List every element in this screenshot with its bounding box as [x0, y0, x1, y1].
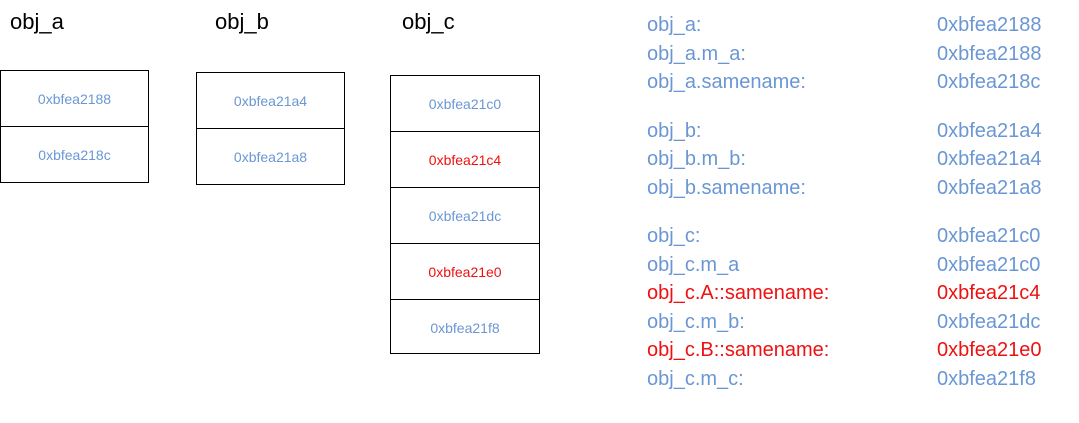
member-name: obj_a.samename:	[647, 71, 806, 93]
address-row: obj_c.m_b: 0xbfea21dc	[647, 308, 1065, 337]
member-name: obj_c.m_c:	[647, 367, 744, 390]
memory-cell: 0xbfea21a4	[197, 73, 344, 129]
member-name: obj_c:	[647, 225, 701, 247]
address-group-obj-b: obj_b: 0xbfea21a4 obj_b.m_b: 0xbfea21a4 …	[647, 117, 1065, 203]
memory-cell: 0xbfea2188	[1, 71, 148, 127]
member-name: obj_a.m_a:	[647, 42, 746, 65]
member-address: 0xbfea21e0	[937, 339, 1042, 361]
address-row: obj_b.samename: 0xbfea21a8	[647, 174, 1065, 203]
address-row: obj_c.B::samename: 0xbfea21e0	[647, 336, 1065, 365]
obj-b-title: obj_b	[215, 9, 269, 34]
address-row: obj_c: 0xbfea21c0	[647, 222, 1065, 251]
address-row: obj_a.m_a: 0xbfea2188	[647, 40, 1065, 69]
member-address: 0xbfea21f8	[937, 367, 1036, 390]
member-address: 0xbfea21a4	[937, 119, 1042, 142]
member-address: 0xbfea2188	[937, 14, 1042, 36]
member-name: obj_a:	[647, 14, 702, 36]
memory-cell: 0xbfea21dc	[391, 188, 539, 244]
member-address: 0xbfea21c0	[937, 253, 1041, 276]
address-row: obj_b: 0xbfea21a4	[647, 117, 1065, 146]
address-row: obj_c.m_c: 0xbfea21f8	[647, 365, 1065, 394]
address-row: obj_a.samename: 0xbfea218c	[647, 68, 1065, 97]
member-name: obj_c.m_b:	[647, 310, 745, 333]
member-address: 0xbfea21a8	[937, 176, 1042, 199]
member-name: obj_c.B::samename:	[647, 339, 830, 361]
address-row: obj_b.m_b: 0xbfea21a4	[647, 145, 1065, 174]
memory-cell: 0xbfea21c0	[391, 76, 539, 132]
member-name: obj_c.m_a	[647, 253, 740, 276]
address-group-obj-c: obj_c: 0xbfea21c0 obj_c.m_a 0xbfea21c0 o…	[647, 222, 1065, 393]
obj-a-title: obj_a	[10, 9, 64, 34]
memory-cell: 0xbfea21a8	[233, 149, 308, 165]
address-row: obj_c.A::samename: 0xbfea21c4	[647, 279, 1065, 308]
member-address: 0xbfea21dc	[937, 310, 1041, 333]
member-address: 0xbfea2188	[937, 42, 1042, 65]
member-name: obj_b:	[647, 119, 702, 142]
member-name: obj_b.m_b:	[647, 148, 746, 170]
obj-b-memory-box: 0xbfea21a4 0xbfea21a8	[196, 72, 345, 185]
memory-cell: 0xbfea21f8	[430, 320, 500, 336]
memory-cell: 0xbfea218c	[38, 147, 111, 163]
obj-a-memory-box: 0xbfea2188 0xbfea218c	[0, 70, 149, 183]
address-row: obj_a: 0xbfea2188	[647, 11, 1065, 40]
obj-c-title: obj_c	[402, 9, 455, 34]
member-address: 0xbfea218c	[937, 71, 1041, 93]
member-address: 0xbfea21a4	[937, 148, 1042, 170]
address-group-obj-a: obj_a: 0xbfea2188 obj_a.m_a: 0xbfea2188 …	[647, 11, 1065, 97]
member-name: obj_b.samename:	[647, 176, 806, 199]
address-row: obj_c.m_a 0xbfea21c0	[647, 251, 1065, 280]
member-address: 0xbfea21c0	[937, 225, 1041, 247]
memory-cell: 0xbfea21c4	[391, 132, 539, 188]
address-table: obj_a: 0xbfea2188 obj_a.m_a: 0xbfea2188 …	[647, 11, 1065, 413]
obj-c-memory-box: 0xbfea21c0 0xbfea21c4 0xbfea21dc 0xbfea2…	[390, 75, 540, 354]
member-address: 0xbfea21c4	[937, 282, 1041, 304]
member-name: obj_c.A::samename:	[647, 282, 830, 304]
memory-cell: 0xbfea21e0	[391, 244, 539, 300]
